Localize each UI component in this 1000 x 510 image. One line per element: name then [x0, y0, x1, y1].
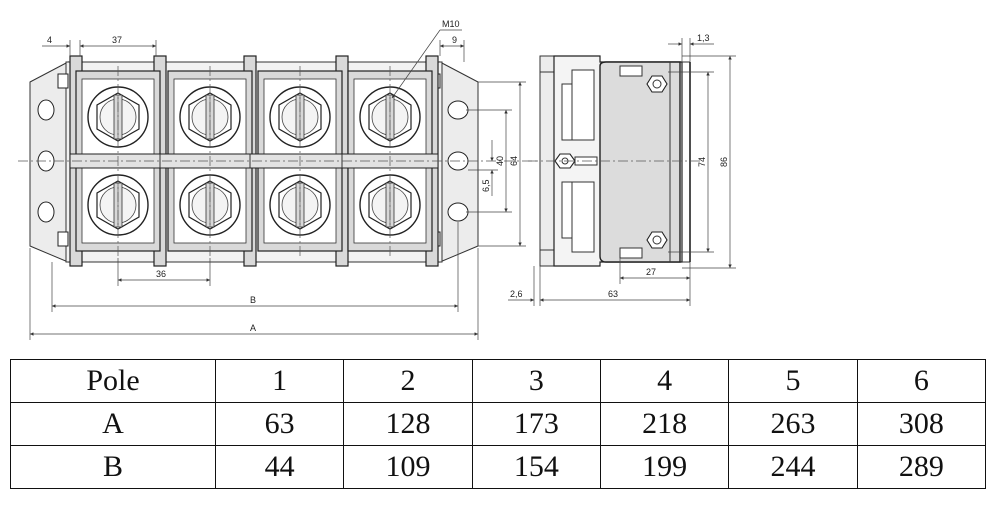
dim-1-3-label: 1,3	[697, 33, 710, 43]
mount-hole	[447, 100, 469, 120]
table-cell: 154	[471, 445, 601, 489]
table-cell: A	[10, 402, 216, 446]
dim-64-label: 64	[509, 156, 519, 166]
dim-40-label: 40	[495, 156, 505, 166]
table-cell: 199	[599, 445, 730, 489]
table-cell: 244	[728, 445, 858, 489]
dimension-table: Pole 1 2 3 4 5 6 A 63 128 173 218 263 30…	[10, 359, 987, 489]
dim-a-label: A	[250, 323, 256, 333]
dim-27-label: 27	[646, 267, 656, 277]
table-cell: 218	[599, 402, 730, 446]
header-cell: 5	[728, 359, 858, 403]
header-cell: 3	[471, 359, 601, 403]
dim-36-label: 36	[156, 269, 166, 279]
dim-2-6-label: 2,6	[510, 289, 523, 299]
table-cell: B	[10, 445, 216, 489]
table-cell: 173	[471, 402, 601, 446]
dim-6-5-label: 6,5	[481, 179, 491, 192]
table-header-row: Pole 1 2 3 4 5 6	[10, 359, 987, 403]
mount-hole	[37, 201, 55, 223]
table-cell: 44	[214, 445, 345, 489]
table-cell: 128	[343, 402, 473, 446]
header-cell: 1	[214, 359, 345, 403]
table-cell: 263	[728, 402, 858, 446]
front-view: 4 37 9 M10 36 B A 6,5	[18, 19, 545, 340]
dim-b-label: B	[250, 295, 256, 305]
side-view: 1,3 74 86 27 2,6 63	[508, 33, 736, 306]
table-cell: 308	[856, 402, 987, 446]
dim-37-label: 37	[112, 35, 122, 45]
table-row: A 63 128 173 218 263 308	[10, 402, 987, 446]
dim-m10-label: M10	[442, 19, 460, 29]
dim-9-label: 9	[452, 35, 457, 45]
terminal-block-drawing: 4 37 9 M10 36 B A 6,5	[18, 19, 736, 340]
mount-hole	[447, 202, 469, 222]
table-cell: 289	[856, 445, 987, 489]
mount-hole	[37, 99, 55, 121]
header-cell: 2	[343, 359, 473, 403]
dim-63-label: 63	[608, 289, 618, 299]
header-cell: 4	[599, 359, 730, 403]
table-cell: 63	[214, 402, 345, 446]
table-cell: 109	[343, 445, 473, 489]
table-row: B 44 109 154 199 244 289	[10, 445, 987, 489]
dim-4-label: 4	[47, 35, 52, 45]
header-cell: Pole	[10, 359, 216, 403]
dim-86-label: 86	[719, 157, 729, 167]
header-cell: 6	[856, 359, 987, 403]
dim-74-label: 74	[697, 157, 707, 167]
